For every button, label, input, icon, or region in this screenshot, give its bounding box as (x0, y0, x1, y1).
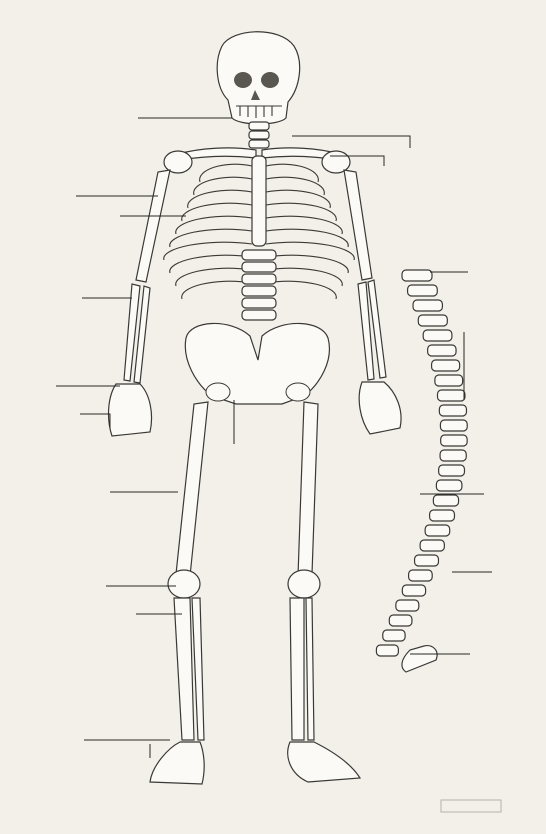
vertebra (242, 310, 276, 320)
side-vertebra (420, 540, 444, 551)
right-arm (344, 170, 401, 434)
side-vertebra (433, 495, 458, 506)
side-vertebra (435, 375, 463, 386)
side-vertebra (408, 285, 438, 296)
rib-right (266, 164, 318, 182)
rib-right (266, 242, 354, 260)
side-vertebra (432, 360, 460, 371)
rib-left (170, 255, 252, 273)
side-vertebra (396, 600, 419, 611)
rib-left (176, 216, 252, 234)
rib-left (194, 177, 252, 195)
vertebra (242, 262, 276, 272)
rib-left (200, 164, 252, 182)
side-vertebra (376, 645, 398, 656)
vertebra (242, 274, 276, 284)
vertebra (242, 298, 276, 308)
skull (217, 32, 299, 124)
side-vertebra (402, 270, 432, 281)
rib-left (164, 242, 252, 260)
side-vertebra (428, 345, 456, 356)
neck-vertebrae (249, 122, 269, 148)
rib-right (266, 255, 348, 273)
left-arm (109, 170, 170, 436)
side-vertebra (425, 525, 450, 536)
side-vertebra (436, 480, 462, 491)
lumbar-vertebrae (242, 250, 276, 320)
side-vertebra (430, 510, 455, 521)
side-vertebra (402, 585, 425, 596)
spine-side-view (376, 270, 467, 672)
vertebra (242, 286, 276, 296)
side-vertebra (413, 300, 442, 311)
side-vertebra (389, 615, 412, 626)
side-vertebra (418, 315, 447, 326)
rib-left (170, 229, 252, 247)
rib-right (266, 177, 324, 195)
rib-right (266, 268, 342, 286)
rib-left (188, 190, 252, 208)
side-vertebra (437, 390, 464, 401)
side-vertebra (409, 570, 433, 581)
rib-right (266, 216, 342, 234)
side-vertebra (440, 420, 467, 431)
side-vertebra (439, 465, 465, 476)
coccyx-shape (402, 646, 437, 672)
rib-right (266, 190, 330, 208)
side-vertebra (439, 405, 466, 416)
side-vertebra (440, 450, 466, 461)
vertebra (242, 250, 276, 260)
library-stamp (440, 798, 502, 814)
side-vertebra (383, 630, 405, 641)
rib-right (266, 203, 336, 221)
right-leg (288, 402, 360, 782)
rib-right (266, 229, 348, 247)
pelvis (185, 323, 329, 404)
left-leg (150, 402, 208, 784)
side-vertebra (423, 330, 452, 341)
side-vertebra (441, 435, 467, 446)
rib-left (176, 268, 252, 286)
rib-left (182, 203, 252, 221)
side-vertebra (415, 555, 439, 566)
